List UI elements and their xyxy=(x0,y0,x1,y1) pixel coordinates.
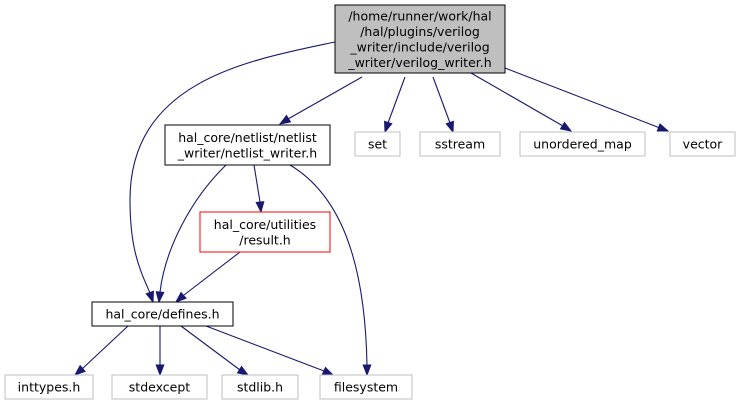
node-netlist_writer[interactable]: hal_core/netlist/netlist_writer/netlist_… xyxy=(164,124,331,166)
node-inttypes[interactable]: inttypes.h xyxy=(4,374,94,400)
node-label-filesystem-line-0: filesystem xyxy=(334,380,398,395)
arrowhead-result-to-defines xyxy=(174,291,187,303)
node-stdexcept[interactable]: stdexcept xyxy=(111,374,208,400)
arrowhead-defines-to-inttypes xyxy=(73,364,86,376)
arrowhead-netlist_writer-to-filesystem xyxy=(362,364,372,377)
edge-root-to-sstream xyxy=(432,76,451,124)
node-label-inttypes-line-0: inttypes.h xyxy=(18,380,81,395)
node-box-filesystem xyxy=(319,374,413,400)
arrowhead-root-to-netlist_writer xyxy=(278,114,292,125)
node-label-result-line-0: hal_core/utilities xyxy=(214,217,316,232)
node-label-result-line-1: /result.h xyxy=(239,232,290,247)
node-box-inttypes xyxy=(4,374,94,400)
node-result[interactable]: hal_core/utilities/result.h xyxy=(199,211,331,253)
node-set[interactable]: set xyxy=(354,131,401,157)
arrowhead-defines-to-filesystem xyxy=(321,366,335,376)
node-label-unordered_map-line-0: unordered_map xyxy=(533,137,632,152)
node-label-root-line-0: /home/runner/work/hal xyxy=(348,8,491,23)
node-label-sstream-line-0: sstream xyxy=(435,137,485,152)
node-box-unordered_map xyxy=(519,131,646,157)
arrowhead-defines-to-stdexcept xyxy=(155,364,165,377)
arrowhead-netlist_writer-to-result xyxy=(255,201,265,214)
node-box-netlist_writer xyxy=(164,124,331,166)
edge-netlist_writer-to-result xyxy=(253,164,261,203)
node-label-netlist_writer-line-0: hal_core/netlist/netlist xyxy=(178,130,317,145)
edge-netlist_writer-to-filesystem xyxy=(289,164,368,366)
node-box-vector xyxy=(669,131,736,157)
arrowhead-netlist_writer-to-defines xyxy=(155,291,165,304)
edge-netlist_writer-to-defines xyxy=(159,164,227,293)
node-vector[interactable]: vector xyxy=(669,131,736,157)
node-defines[interactable]: hal_core/defines.h xyxy=(91,301,234,327)
nodes-layer: /home/runner/work/hal/hal/plugins/verilo… xyxy=(4,4,736,400)
edge-defines-to-stdlib xyxy=(180,325,241,371)
arrowhead-root-to-vector xyxy=(656,123,670,132)
arrowhead-root-to-unordered_map xyxy=(559,121,573,132)
arrowhead-root-to-defines xyxy=(145,290,154,304)
node-label-set-line-0: set xyxy=(368,137,387,152)
node-sstream[interactable]: sstream xyxy=(419,131,501,157)
node-label-root-line-3: _writer/verilog_writer.h xyxy=(347,55,491,70)
node-label-root-line-2: _writer/include/verilog xyxy=(349,39,489,54)
edge-root-to-defines xyxy=(129,41,336,294)
edge-defines-to-filesystem xyxy=(205,325,325,372)
arrowhead-root-to-set xyxy=(384,120,393,134)
node-box-set xyxy=(354,131,401,157)
node-unordered_map[interactable]: unordered_map xyxy=(519,131,646,157)
edge-result-to-defines xyxy=(183,251,241,296)
arrowhead-defines-to-stdlib xyxy=(236,365,250,376)
node-box-defines xyxy=(91,301,234,327)
node-box-stdexcept xyxy=(111,374,208,400)
node-label-stdexcept-line-0: stdexcept xyxy=(129,380,190,395)
edge-root-to-vector xyxy=(504,67,661,129)
edge-root-to-netlist_writer xyxy=(287,76,363,120)
edges-layer xyxy=(73,41,670,377)
node-label-vector-line-0: vector xyxy=(683,137,724,152)
node-box-sstream xyxy=(419,131,501,157)
node-root[interactable]: /home/runner/work/hal/hal/plugins/verilo… xyxy=(334,4,506,74)
node-label-netlist_writer-line-1: _writer/netlist_writer.h xyxy=(177,145,317,160)
node-label-root-line-1: /hal/plugins/verilog xyxy=(360,24,480,39)
node-stdlib[interactable]: stdlib.h xyxy=(221,374,299,400)
node-label-stdlib-line-0: stdlib.h xyxy=(237,380,283,395)
node-label-defines-line-0: hal_core/defines.h xyxy=(105,307,219,322)
edge-root-to-set xyxy=(387,76,406,124)
node-box-result xyxy=(199,211,331,253)
edge-root-to-unordered_map xyxy=(470,72,564,127)
edge-defines-to-inttypes xyxy=(81,325,129,370)
arrowhead-root-to-sstream xyxy=(445,120,454,134)
node-box-stdlib xyxy=(221,374,299,400)
node-box-root xyxy=(334,4,506,74)
node-filesystem[interactable]: filesystem xyxy=(319,374,413,400)
